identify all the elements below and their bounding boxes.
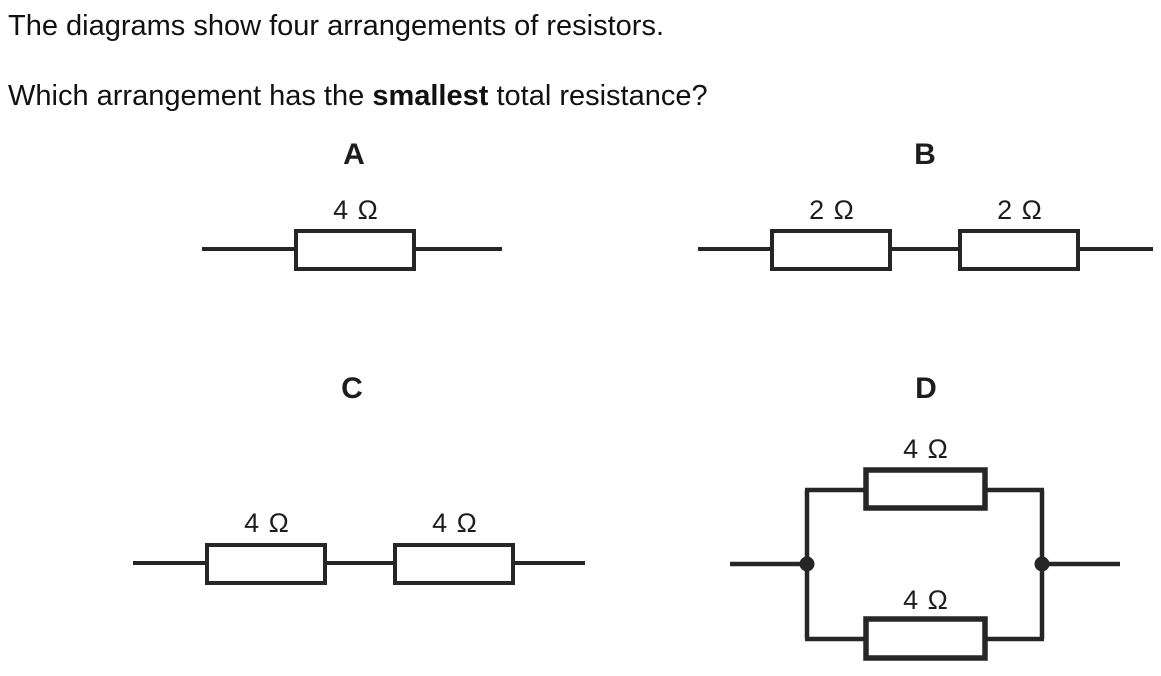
question-line-2-prefix: Which arrangement has the	[8, 80, 373, 112]
resistor-value-c2: 4 Ω	[432, 508, 478, 538]
resistor-value-b2: 2 Ω	[997, 195, 1043, 225]
diagram-d-label: D	[915, 372, 937, 405]
resistor-value-c1: 4 Ω	[244, 508, 290, 538]
resistor-box	[863, 616, 988, 661]
resistor-value-d-top: 4 Ω	[903, 434, 949, 464]
diagram-c-label: C	[341, 372, 363, 405]
junction-dot	[799, 556, 815, 572]
resistor-box	[958, 229, 1080, 271]
resistor-value-b1: 2 Ω	[809, 195, 855, 225]
resistor-box	[294, 229, 416, 271]
diagram-b-label: B	[914, 138, 936, 171]
circuit-c	[133, 543, 585, 585]
resistor-value-d-bottom: 4 Ω	[903, 585, 949, 615]
resistor-box	[393, 543, 515, 585]
junction-dot	[1034, 556, 1050, 572]
resistor-box	[770, 229, 892, 271]
diagram-a-label: A	[343, 138, 365, 171]
question-line-1: The diagrams show four arrangements of r…	[8, 10, 664, 42]
resistor-value-a: 4 Ω	[333, 195, 379, 225]
question-line-2-bold: smallest	[372, 80, 489, 112]
resistor-box	[205, 543, 327, 585]
circuit-d	[730, 467, 1120, 661]
resistor-box	[863, 467, 988, 511]
circuit-b	[698, 229, 1153, 271]
circuit-a	[202, 229, 502, 271]
question-line-2-suffix: total resistance?	[488, 80, 708, 112]
question-line-2: Which arrangement has the smallest total…	[8, 80, 708, 113]
